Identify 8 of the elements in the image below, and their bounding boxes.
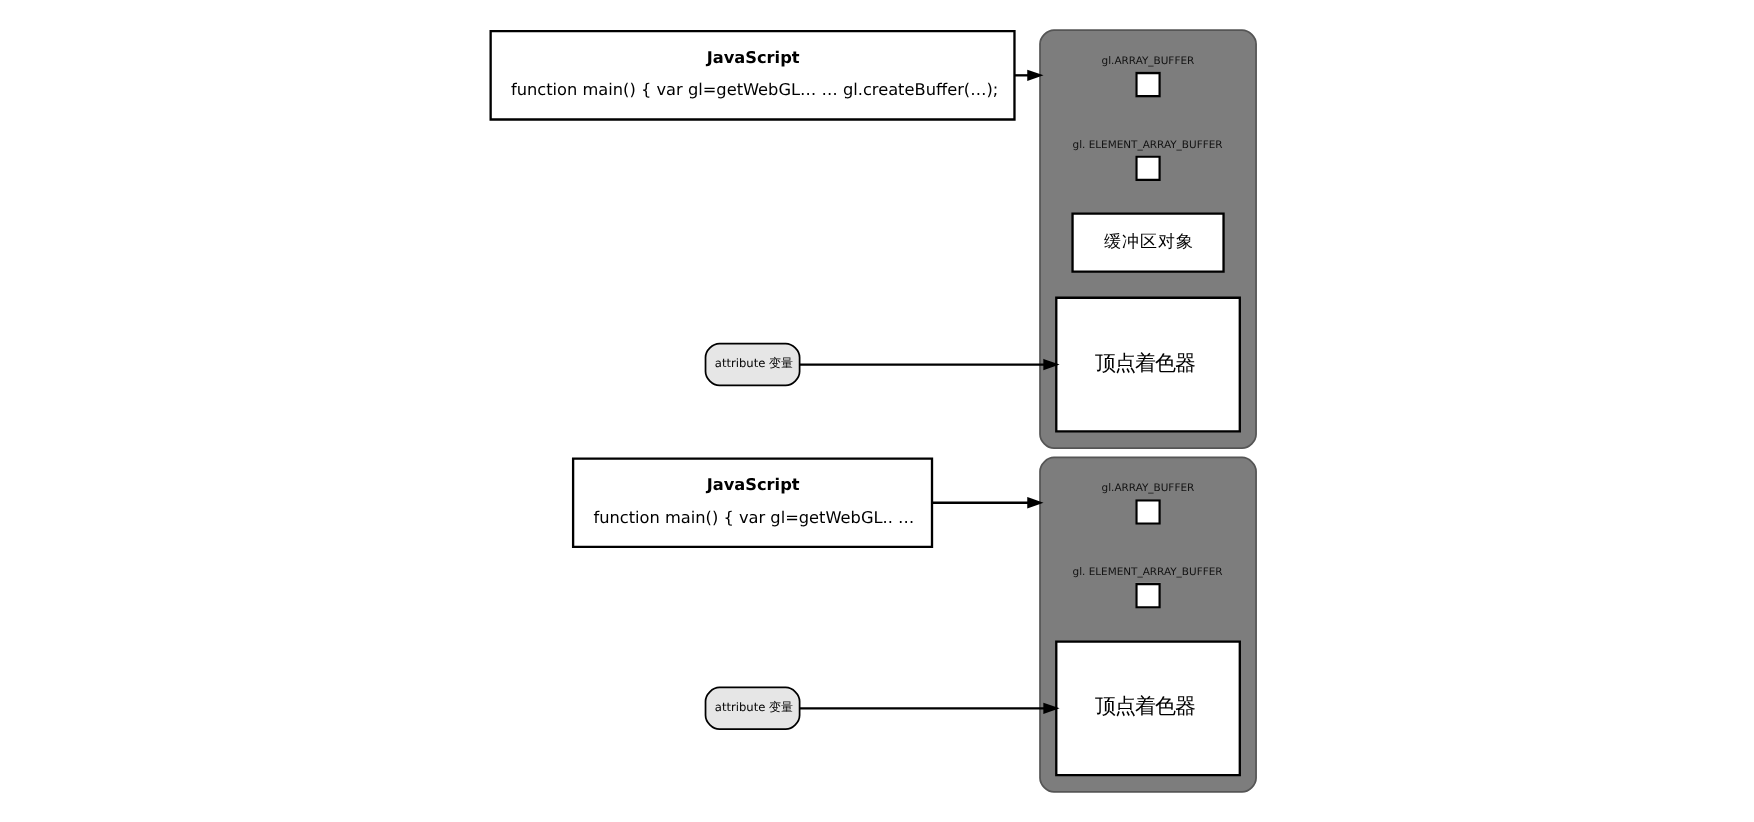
arrow xyxy=(799,702,1059,715)
node-box: 顶点着色器 xyxy=(1054,640,1240,777)
node-box: JavaScript function main() { var gl=getWebGL.. … xyxy=(570,457,933,549)
node-box: JavaScript function main() { var gl=getWebGL… … gl.createBuffer(…); xyxy=(488,30,1015,121)
arrow xyxy=(799,358,1059,371)
arrow xyxy=(931,497,1043,509)
node-box: 顶点着色器 xyxy=(1054,296,1240,433)
node-box: 缓冲区对象 xyxy=(1070,212,1224,273)
